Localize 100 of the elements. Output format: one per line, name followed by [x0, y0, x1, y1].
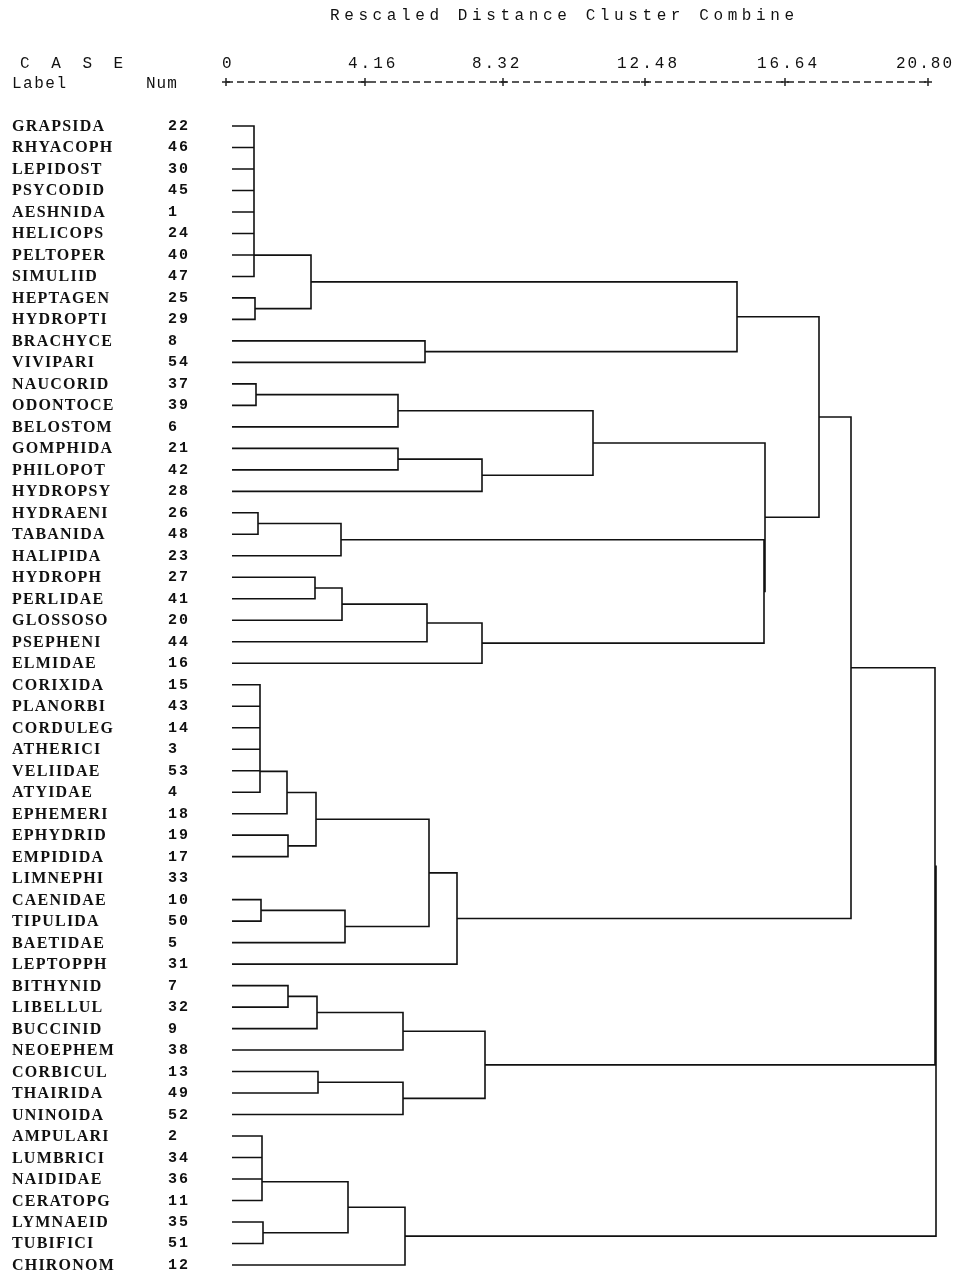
case-number: 2	[168, 1128, 179, 1144]
case-number: 52	[168, 1107, 190, 1123]
case-label: EMPIDIDA	[12, 848, 105, 865]
axis-tick-label: 12.48	[617, 56, 680, 72]
case-number: 12	[168, 1257, 190, 1273]
case-label: CORIXIDA	[12, 676, 105, 693]
case-label: AESHNIDA	[12, 203, 107, 220]
case-number: 28	[168, 483, 190, 499]
case-label: BRACHYCE	[12, 332, 114, 349]
case-label: TUBIFICI	[12, 1235, 95, 1252]
case-label: NAUCORID	[12, 375, 110, 392]
case-number: 25	[168, 290, 190, 306]
case-number: 36	[168, 1171, 190, 1187]
case-label: HYDRAENI	[12, 504, 109, 521]
case-number: 32	[168, 999, 190, 1015]
column-header: Label	[12, 76, 68, 92]
case-label: EPHEMERI	[12, 805, 109, 822]
case-number: 46	[168, 140, 190, 155]
case-number: 40	[168, 247, 190, 263]
case-label: PERLIDAE	[12, 590, 105, 607]
case-label: GRAPSIDA	[12, 118, 106, 134]
case-label: CHIRONOM	[12, 1256, 115, 1273]
case-number: 39	[168, 397, 190, 413]
case-label: LYMNAEID	[12, 1214, 110, 1230]
case-number: 18	[168, 806, 190, 822]
case-label: TIPULIDA	[12, 913, 100, 930]
case-number: 38	[168, 1042, 190, 1058]
case-number: 47	[168, 268, 190, 284]
case-number: 42	[168, 462, 190, 478]
case-label: VIVIPARI	[12, 354, 96, 371]
case-number: 34	[168, 1150, 190, 1165]
case-label: CAENIDAE	[12, 891, 107, 908]
case-label: PHILOPOT	[12, 461, 107, 478]
case-label: ATHERICI	[12, 741, 102, 758]
case-label: AMPULARI	[12, 1128, 110, 1144]
case-number: 33	[168, 870, 190, 886]
case-label: ELMIDAE	[12, 655, 97, 672]
case-number: 48	[168, 526, 190, 542]
case-label: HALIPIDA	[12, 547, 102, 564]
case-label: CORBICUL	[12, 1063, 108, 1080]
axis-tick-label: 4.16	[348, 56, 399, 72]
case-label: HYDROPTI	[12, 311, 108, 328]
case-number: 9	[168, 1021, 179, 1037]
case-label: EPHYDRID	[12, 827, 107, 844]
case-label: LEPTOPPH	[12, 956, 108, 973]
case-label: BAETIDAE	[12, 934, 106, 951]
case-number: 45	[168, 182, 190, 198]
case-number: 54	[168, 354, 190, 370]
axis-tick-label: 0	[222, 56, 235, 72]
case-label: HEPTAGEN	[12, 289, 111, 306]
case-label: CERATOPG	[12, 1192, 111, 1209]
case-label: NAIDIDAE	[12, 1171, 103, 1187]
case-number: 4	[168, 784, 179, 800]
case-label: CORDULEG	[12, 719, 115, 736]
case-number: 19	[168, 827, 190, 843]
column-header: C A S E	[20, 56, 130, 72]
case-number: 23	[168, 548, 190, 564]
case-label: TABANIDA	[12, 526, 106, 543]
case-number: 21	[168, 440, 190, 456]
case-label: LEPIDOST	[12, 160, 103, 177]
axis-tick-label: 8.32	[472, 56, 523, 72]
case-number: 16	[168, 655, 190, 671]
case-label: RHYACOPH	[12, 139, 114, 156]
case-label: HYDROPSY	[12, 483, 112, 500]
case-number: 53	[168, 763, 190, 779]
axis-tick-label: 20.80	[896, 56, 954, 72]
axis-tick-label: 16.64	[757, 56, 820, 72]
case-label: NEOEPHEM	[12, 1042, 115, 1059]
case-label: ODONTOCE	[12, 397, 115, 414]
case-label: HELICOPS	[12, 225, 105, 242]
case-label: GOMPHIDA	[12, 440, 114, 457]
case-label: LIBELLUL	[12, 999, 104, 1016]
case-label: THAIRIDA	[12, 1085, 104, 1102]
case-number: 24	[168, 225, 190, 241]
case-label: HYDROPH	[12, 569, 103, 586]
case-number: 3	[168, 741, 179, 757]
case-label: LIMNEPHI	[12, 870, 105, 887]
case-number: 51	[168, 1235, 190, 1251]
case-number: 8	[168, 333, 179, 349]
case-number: 43	[168, 698, 190, 714]
case-number: 44	[168, 634, 190, 650]
case-label: ATYIDAE	[12, 784, 93, 801]
case-number: 27	[168, 569, 190, 585]
case-number: 22	[168, 118, 190, 134]
case-number: 35	[168, 1214, 190, 1230]
case-number: 17	[168, 849, 190, 865]
case-number: 26	[168, 505, 190, 521]
case-number: 37	[168, 376, 190, 392]
column-header: Num	[146, 76, 178, 92]
case-label: BITHYNID	[12, 977, 103, 994]
case-label: BUCCINID	[12, 1020, 103, 1037]
case-number: 31	[168, 956, 190, 972]
case-label: PELTOPER	[12, 246, 107, 263]
case-label: PLANORBI	[12, 698, 107, 715]
case-label: LUMBRICI	[12, 1149, 106, 1166]
case-number: 30	[168, 161, 190, 177]
case-number: 15	[168, 677, 190, 693]
scale-title: Rescaled Distance Cluster Combine	[330, 8, 799, 24]
case-number: 20	[168, 612, 190, 628]
case-number: 10	[168, 892, 190, 908]
